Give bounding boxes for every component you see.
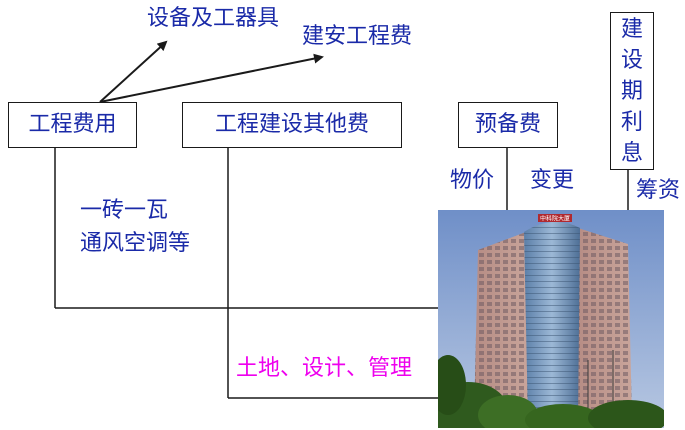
building-photo: 中科院大厦	[438, 210, 664, 428]
financing-note: 筹资	[636, 178, 681, 203]
engineering-cost-label: 工程费用	[28, 112, 117, 137]
interest-char: 设	[620, 47, 643, 73]
change-note: 变更	[530, 168, 575, 193]
roof-sign-text: 中科院大厦	[540, 215, 570, 223]
reserve-fund-box: 预备费	[458, 102, 558, 148]
reserve-fund-label: 预备费	[474, 112, 541, 137]
other-construction-cost-label: 工程建设其他费	[214, 112, 369, 137]
materials-note-line1: 一砖一瓦	[80, 198, 169, 223]
engineering-cost-box: 工程费用	[8, 102, 137, 148]
interest-char: 建	[620, 16, 643, 42]
construction-interest-box: 建 设 期 利 息	[610, 12, 654, 170]
arrow-to-equipment	[99, 40, 168, 103]
other-construction-cost-box: 工程建设其他费	[182, 102, 402, 148]
building-install-label: 建安工程费	[302, 24, 413, 49]
materials-note-line2: 通风空调等	[80, 231, 191, 256]
interest-char: 期	[620, 78, 643, 104]
interest-char: 利	[620, 109, 643, 135]
land-design-management-note: 土地、设计、管理	[236, 356, 413, 381]
price-note: 物价	[450, 168, 495, 193]
interest-char: 息	[620, 140, 643, 166]
arrow-to-building-install	[99, 53, 324, 103]
equipment-label: 设备及工器具	[147, 6, 280, 31]
